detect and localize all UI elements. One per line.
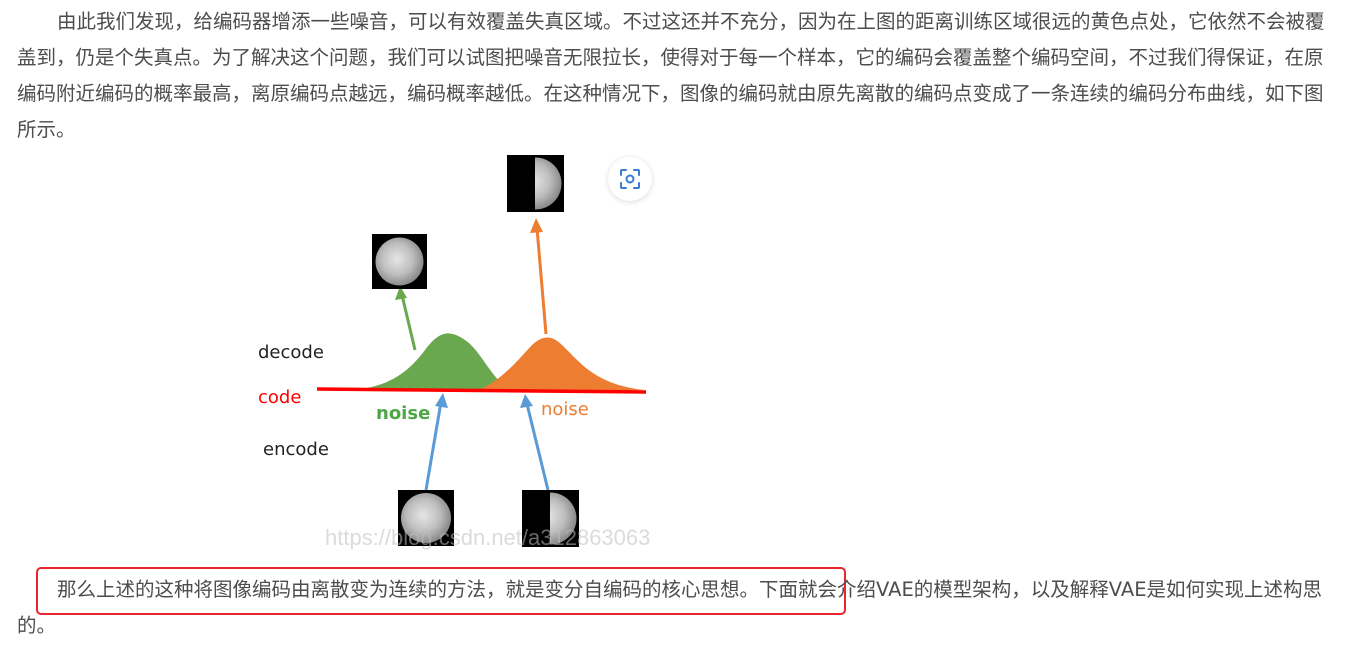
decode-label: decode [258, 342, 324, 363]
full-moon-image-top [372, 234, 427, 289]
full-moon-image-bottom [398, 490, 454, 546]
encode-label: encode [263, 439, 329, 460]
half-moon-image-top [507, 155, 564, 212]
vae-diagram: decode code encode noise noise [250, 150, 670, 560]
blue-encode-arrow-left [435, 393, 448, 408]
article-paragraph-1: 由此我们发现，给编码器增添一些噪音，可以有效覆盖失真区域。不过这还并不充分，因为… [17, 10, 1325, 141]
image-scan-button[interactable] [608, 157, 652, 201]
half-moon-image-bottom [522, 490, 579, 547]
scan-icon [620, 169, 640, 189]
code-label: code [258, 387, 302, 408]
code-line [316, 387, 647, 394]
orange-distribution-curve [478, 337, 645, 390]
noise-label-orange: noise [541, 399, 589, 420]
highlighted-sentence: 那么上述的这种将图像编码由离散变为连续的方法，就是变分自编码的核心思想。 [57, 578, 760, 601]
watermark: https://blog.csdn.net/a312863063 [325, 525, 651, 550]
highlight-box [36, 567, 846, 615]
vae-diagram-graphic [316, 155, 647, 547]
green-distribution-curve [350, 333, 505, 390]
article-paragraph-2: 那么上述的这种将图像编码由离散变为连续的方法，就是变分自编码的核心思想。下面就会… [17, 572, 1342, 644]
noise-label-green: noise [376, 403, 431, 424]
green-decode-arrow [395, 286, 407, 300]
orange-decode-arrow [530, 218, 543, 233]
blue-encode-arrow-right [520, 394, 533, 408]
paragraph-2-rest: 下面就会介绍VAE的模型架构，以及解释VAE是如何实现上述构思的。 [17, 578, 1323, 637]
